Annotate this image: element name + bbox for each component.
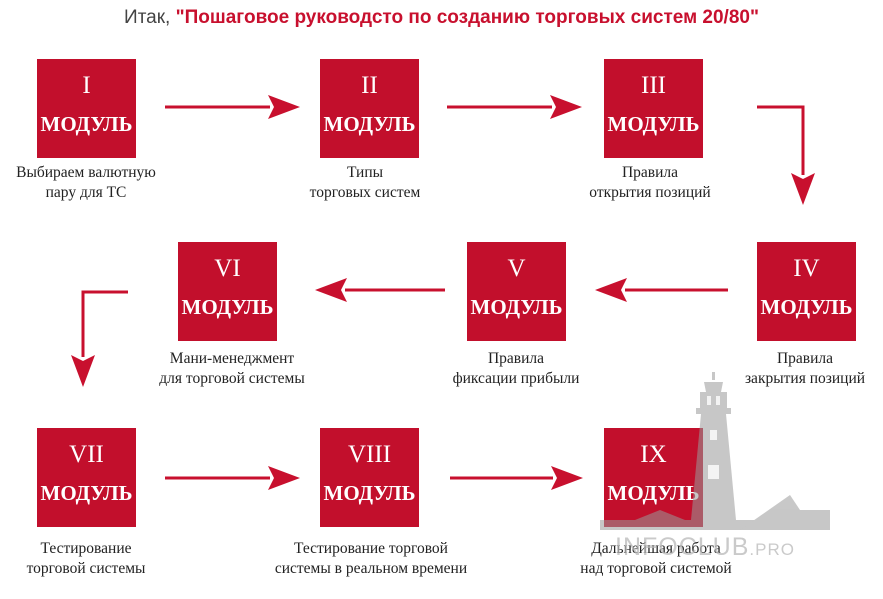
- module-7-caption-line2: торговой системы: [26, 560, 146, 577]
- arrow-1-to-2: [165, 95, 300, 119]
- module-8-box: VIII МОДУЛЬ: [320, 428, 419, 527]
- header-title: "Пошаговое руководсто по созданию торгов…: [175, 7, 759, 28]
- module-5-word: МОДУЛЬ: [470, 295, 563, 319]
- module-7-word: МОДУЛЬ: [40, 481, 133, 505]
- module-3-caption-line2: открытия позиций: [589, 184, 711, 201]
- module-6-caption-line1: Мани-менеджмент: [169, 350, 295, 367]
- module-9-numeral: IX: [640, 441, 667, 468]
- module-1-box: I МОДУЛЬ: [37, 59, 136, 158]
- arrow-7-to-8: [165, 466, 300, 490]
- module-8-caption: Тестирование торговой системы в реальном…: [271, 539, 471, 579]
- module-5-caption-line1: Правила: [487, 350, 545, 367]
- module-4-word: МОДУЛЬ: [760, 295, 853, 319]
- arrow-4-to-5: [595, 278, 728, 302]
- watermark-main: INFOCLUB: [615, 533, 750, 561]
- watermark-text: INFOCLUB.PRO: [615, 533, 795, 562]
- module-4-caption-line2: закрытия позиций: [744, 370, 866, 387]
- module-6-box: VI МОДУЛЬ: [178, 242, 277, 341]
- module-7-box: VII МОДУЛЬ: [37, 428, 136, 527]
- module-2-caption-line1: Типы: [346, 164, 384, 181]
- module-2-word: МОДУЛЬ: [323, 112, 416, 136]
- module-9-caption-line1: Дальнейшая работа: [591, 540, 721, 557]
- arrow-3-to-4: [757, 105, 815, 205]
- module-3-box: III МОДУЛЬ: [604, 59, 703, 158]
- module-5-numeral: V: [507, 255, 526, 282]
- module-4-box: IV МОДУЛЬ: [757, 242, 856, 341]
- module-1-numeral: I: [82, 72, 91, 99]
- module-5-box: V МОДУЛЬ: [467, 242, 566, 341]
- module-2-box: II МОДУЛЬ: [320, 59, 419, 158]
- module-9-caption: Дальнейшая работа над торговой системой: [556, 539, 756, 579]
- watermark-suffix: .PRO: [749, 540, 795, 559]
- page-header: Итак, "Пошаговое руководсто по созданию …: [0, 6, 883, 30]
- module-9-word: МОДУЛЬ: [607, 481, 700, 505]
- module-1-caption: Выбираем валютную пару для ТС: [0, 163, 186, 203]
- lighthouse-logo: [600, 372, 830, 530]
- module-2-caption: Типы торговых систем: [265, 163, 465, 203]
- module-1-caption-line2: пару для ТС: [45, 184, 127, 201]
- module-3-caption-line1: Правила: [621, 164, 679, 181]
- module-2-numeral: II: [361, 72, 378, 99]
- module-7-numeral: VII: [69, 441, 104, 468]
- module-4-caption-line1: Правила: [776, 350, 834, 367]
- module-8-word: МОДУЛЬ: [323, 481, 416, 505]
- module-6-numeral: VI: [214, 255, 241, 282]
- arrow-5-to-6: [315, 278, 445, 302]
- module-1-word: МОДУЛЬ: [40, 112, 133, 136]
- module-3-word: МОДУЛЬ: [607, 112, 700, 136]
- header-intro: Итак,: [124, 7, 171, 28]
- arrow-8-to-9: [450, 466, 583, 490]
- module-8-caption-line1: Тестирование торговой: [294, 540, 448, 557]
- module-1-caption-line1: Выбираем валютную: [16, 164, 156, 181]
- arrow-6-to-7: [71, 290, 128, 387]
- module-3-numeral: III: [641, 72, 666, 99]
- module-8-numeral: VIII: [347, 441, 392, 468]
- module-4-caption: Правила закрытия позиций: [705, 349, 883, 389]
- module-5-caption: Правила фиксации прибыли: [416, 349, 616, 389]
- module-9-caption-line2: над торговой системой: [580, 560, 732, 577]
- module-8-caption-line2: системы в реальном времени: [274, 560, 468, 577]
- module-9-box: IX МОДУЛЬ: [604, 428, 703, 527]
- module-4-numeral: IV: [793, 255, 820, 282]
- arrow-2-to-3: [447, 95, 582, 119]
- module-6-caption: Мани-менеджмент для торговой системы: [132, 349, 332, 389]
- module-5-caption-line2: фиксации прибыли: [452, 370, 580, 387]
- module-7-caption: Тестирование торговой системы: [0, 539, 186, 579]
- module-3-caption: Правила открытия позиций: [550, 163, 750, 203]
- module-6-caption-line2: для торговой системы: [159, 370, 305, 387]
- module-7-caption-line1: Тестирование: [40, 540, 132, 557]
- module-6-word: МОДУЛЬ: [181, 295, 274, 319]
- module-2-caption-line2: торговых систем: [309, 184, 421, 201]
